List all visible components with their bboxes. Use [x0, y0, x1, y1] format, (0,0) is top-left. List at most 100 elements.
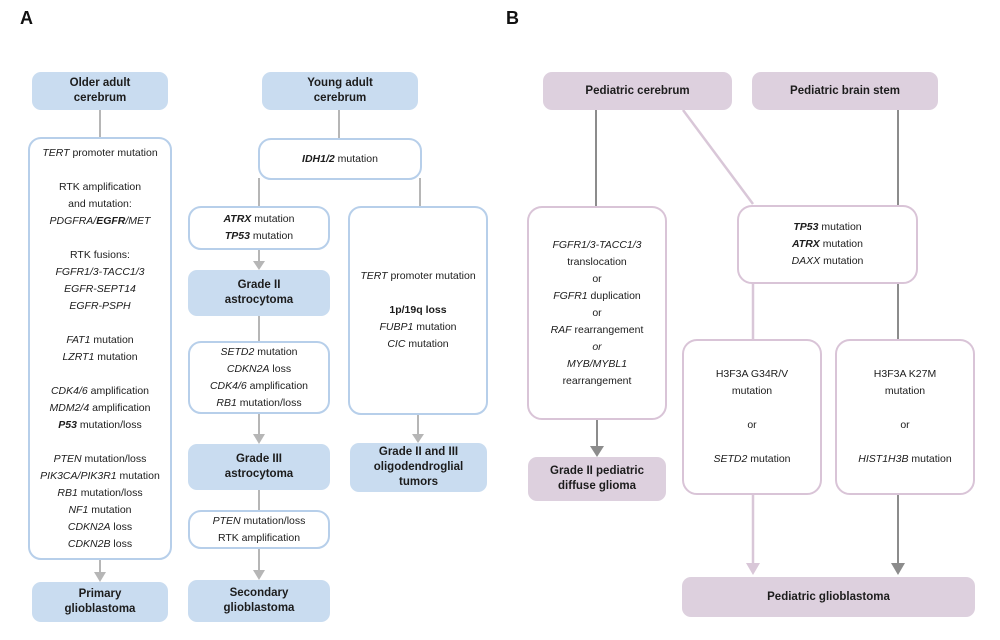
text-line: or [900, 419, 910, 431]
text-line: Pediatric cerebrum [585, 84, 690, 97]
text-line: cerebrum [73, 92, 127, 104]
text-line: PTEN mutation/loss [212, 514, 306, 527]
text-line: glioblastoma [64, 603, 136, 615]
pediatric-cerebrum-box: Pediatric cerebrum [543, 72, 732, 110]
text-line: oligodendroglial [373, 461, 464, 473]
text-line: or [747, 419, 757, 431]
text-line: HIST1H3B mutation [858, 453, 952, 465]
text-line: cerebrum [313, 92, 367, 104]
text-line: ATRX mutation [791, 238, 863, 250]
text-line: diffuse glioma [558, 480, 636, 492]
text-line: H3F3A K27M [873, 368, 937, 380]
text-line: SETD2 mutation [713, 453, 791, 465]
text-line: TERT promoter mutation [42, 147, 158, 159]
arrowhead-secondary-gbm [253, 570, 265, 580]
text-line: Young adult [307, 77, 373, 89]
text-line: or [592, 340, 602, 353]
arrowhead-grade2-astro [253, 261, 265, 270]
text-line: CDK4/6 amplification [50, 385, 150, 397]
arrowhead-primary-gbm [94, 572, 106, 582]
text-line: tumors [399, 476, 438, 488]
arrowhead-pediatric-gbm-left [746, 563, 760, 575]
text-line: NF1 mutation [68, 504, 132, 516]
text-line: or [592, 306, 602, 319]
text-line: EGFR-PSPH [69, 300, 131, 312]
oligodendroglial-tumors-box: Grade II and III oligodendroglial tumors [350, 443, 487, 492]
text-line: H3F3A G34R/V [715, 368, 789, 380]
text-line: CDKN2A loss [67, 521, 133, 533]
text-line: TP53 mutation [793, 221, 862, 233]
text-line: RTK amplification [58, 181, 142, 193]
text-line: PTEN mutation/loss [53, 453, 147, 465]
grade2-astrocytoma-box: Grade II astrocytoma [188, 270, 330, 316]
text-line: and mutation: [68, 198, 132, 210]
text-line: CDK4/6 amplification [209, 379, 309, 392]
arrowhead-grade2-pediatric [590, 446, 604, 457]
pediatric-brainstem-box: Pediatric brain stem [752, 72, 938, 110]
text-line: Primary [78, 588, 122, 600]
text-line: LZRT1 mutation [62, 351, 138, 363]
text-line: RB1 mutation/loss [57, 487, 143, 499]
text-line: RTK amplification [217, 531, 301, 544]
text-line: SETD2 mutation [220, 345, 298, 358]
text-line: 1p/19q loss [389, 304, 447, 316]
text-line: Grade III [235, 453, 283, 465]
grade3-astrocytoma-box: Grade III astrocytoma [188, 444, 330, 490]
text-line: IDH1/2 mutation [302, 152, 378, 165]
text-line: rearrangement [562, 374, 632, 387]
text-line: Pediatric glioblastoma [767, 590, 890, 603]
text-line: ATRX mutation [223, 213, 295, 225]
text-line: translocation [567, 255, 627, 268]
text-line: Grade II [237, 279, 281, 291]
text-line: TERT promoter mutation [360, 270, 476, 282]
text-line: FAT1 mutation [66, 334, 134, 346]
pediatric-glioblastoma-box: Pediatric glioblastoma [682, 577, 975, 617]
text-line: CDKN2A loss [226, 362, 292, 375]
text-line: DAXX mutation [791, 255, 864, 267]
text-line: glioblastoma [223, 602, 295, 614]
text-line: RAF rearrangement [550, 323, 644, 336]
text-line: FUBP1 mutation [379, 321, 457, 333]
text-line: astrocytoma [224, 468, 294, 480]
text-line: PIK3CA/PIK3R1 mutation [40, 470, 160, 482]
text-line: RB1 mutation/loss [216, 396, 302, 409]
text-line: or [592, 272, 602, 285]
text-line: mutation [731, 385, 773, 397]
idh-mutation-box: IDH1/2 mutation [258, 138, 422, 180]
text-line: TP53 mutation [224, 230, 294, 242]
young-adult-cerebrum-box: Young adult cerebrum [262, 72, 418, 110]
panel-b-label: B [506, 8, 519, 28]
text-line: Grade II pediatric [550, 465, 644, 477]
primary-glioblastoma-box: Primary glioblastoma [32, 582, 168, 622]
text-line: FGFR1/3-TACC1/3 [552, 238, 642, 251]
text-line: MYB/MYBL1 [566, 357, 628, 370]
text-line: mutation [884, 385, 926, 397]
text-line: astrocytoma [224, 294, 294, 306]
panel-a-label: A [20, 8, 33, 28]
text-line: MDM2/4 amplification [49, 402, 151, 414]
text-line: Grade II and III [378, 446, 459, 458]
text-line: CDKN2B loss [67, 538, 133, 550]
arrowhead-pediatric-gbm-right [891, 563, 905, 575]
connector-cerebrum-to-tp53-diagonal [681, 109, 755, 205]
text-line: EGFR-SEPT14 [64, 283, 136, 295]
text-line: RTK fusions: [70, 249, 130, 261]
arrowhead-oligo [412, 434, 424, 443]
grade2-pediatric-glioma-box: Grade II pediatric diffuse glioma [528, 457, 666, 501]
text-line: CIC mutation [387, 338, 449, 350]
text-line: Pediatric brain stem [790, 84, 900, 97]
text-line: FGFR1/3-TACC1/3 [55, 266, 145, 278]
